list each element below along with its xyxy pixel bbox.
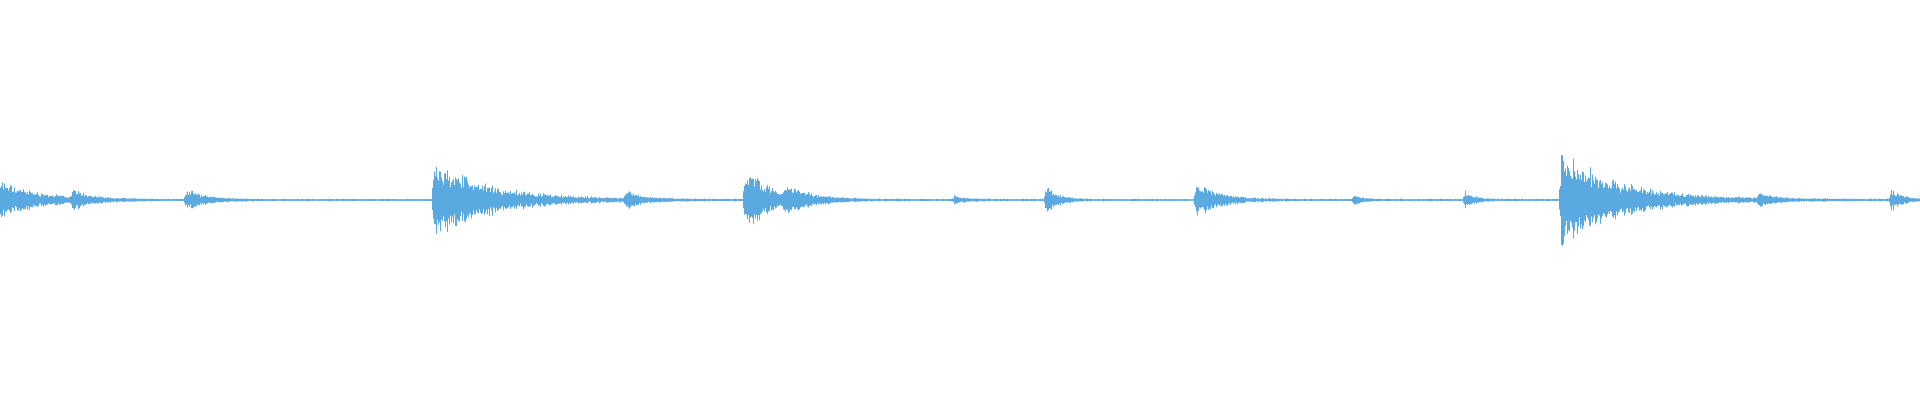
waveform-samples: [0, 155, 1920, 246]
